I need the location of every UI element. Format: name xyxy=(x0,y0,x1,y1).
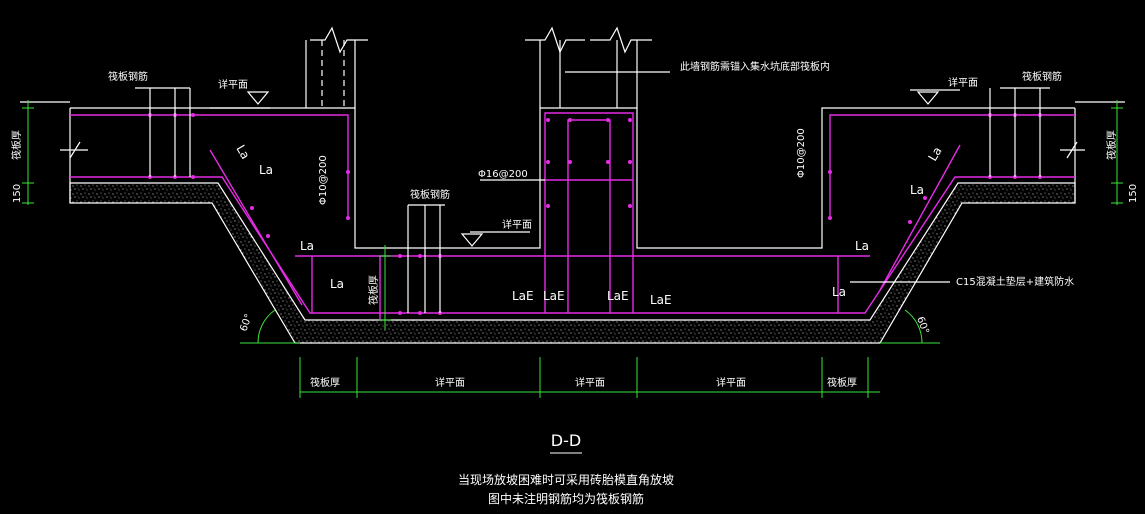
dimension-lines xyxy=(22,100,1123,398)
section-title: D-D xyxy=(551,431,581,450)
angle-label-left: 60° xyxy=(238,313,254,333)
raft-outline xyxy=(60,26,1085,249)
rebar-phi16: Φ16@200 xyxy=(478,169,528,180)
angle-label-right: 60° xyxy=(914,315,930,335)
lae-label-4: LaE xyxy=(650,293,672,307)
leader-lines xyxy=(20,71,1125,313)
la-label-6: La xyxy=(910,183,924,197)
dim-bottom-5: 筏板厚 xyxy=(827,376,857,389)
raft-rebar-label-right: 筏板钢筋 xyxy=(1022,70,1062,83)
note-line-2: 图中未注明钢筋均为筏板钢筋 xyxy=(488,491,644,506)
raft-thickness-label-left: 筏板厚 xyxy=(10,130,23,160)
lae-label-2: LaE xyxy=(543,289,565,303)
detail-plan-label-mid: 详平面 xyxy=(502,218,532,231)
la-label-2: La xyxy=(259,163,273,177)
lae-label-1: LaE xyxy=(512,289,534,303)
raft-rebar-label-mid: 筏板钢筋 xyxy=(410,188,450,201)
dim-bottom-2: 详平面 xyxy=(435,376,465,389)
raft-rebar-label-left: 筏板钢筋 xyxy=(108,70,148,83)
detail-plan-label-right: 详平面 xyxy=(948,76,978,89)
la-label-3: La xyxy=(300,239,314,253)
la-label-4: La xyxy=(330,277,344,291)
dim-150-right: 150 xyxy=(1128,184,1139,203)
dim-bottom-1: 筏板厚 xyxy=(310,376,340,389)
la-label-slope-left: La xyxy=(233,143,252,162)
labels: 筏板钢筋 筏板钢筋 筏板钢筋 详平面 详平面 详平面 筏板厚 150 筏板厚 1… xyxy=(10,60,1139,506)
raft-thickness-label-right: 筏板厚 xyxy=(1105,130,1118,160)
rebar-lines xyxy=(70,112,1075,320)
la-label-8: La xyxy=(832,285,846,299)
dim-bottom-4: 详平面 xyxy=(716,376,746,389)
dim-bottom-3: 详平面 xyxy=(575,376,605,389)
note-line-1: 当现场放坡困难时可采用砖胎模直角放坡 xyxy=(458,472,674,487)
la-label-slope-right: La xyxy=(925,144,944,163)
lae-label-3: LaE xyxy=(607,289,629,303)
detail-plan-label-left: 详平面 xyxy=(218,78,248,91)
wall-rebar-note: 此墙钢筋需锚入集水坑底部筏板内 xyxy=(680,60,830,73)
raft-thickness-label-inner: 筏板厚 xyxy=(367,275,380,305)
dim-150-left: 150 xyxy=(12,184,23,203)
cushion-note: C15混凝土垫层+建筑防水 xyxy=(956,275,1074,288)
la-label-7: La xyxy=(855,239,869,253)
rebar-phi10-left: Φ10@200 xyxy=(318,155,329,205)
rebar-phi10-right: Φ10@200 xyxy=(796,128,807,178)
